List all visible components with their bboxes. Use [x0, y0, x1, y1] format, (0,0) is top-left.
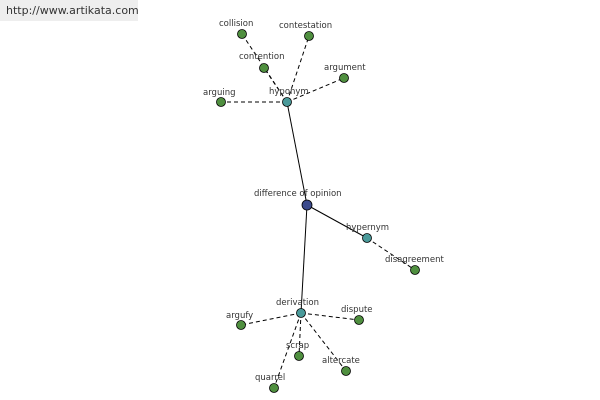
- node-derivation[interactable]: [296, 308, 306, 318]
- node-scrap[interactable]: [294, 351, 304, 361]
- node-label-disagreement[interactable]: disagreement: [385, 255, 444, 265]
- node-label-argument[interactable]: argument: [324, 63, 366, 73]
- node-label-arguing[interactable]: arguing: [203, 88, 235, 98]
- edge-root-hyponym: [286, 101, 308, 206]
- watermark-url[interactable]: http://www.artikata.com: [0, 0, 139, 21]
- edge-hypernym-disagreement: [366, 237, 416, 271]
- node-label-quarrel[interactable]: quarrel: [255, 373, 285, 383]
- nodes-layer: [216, 29, 420, 393]
- node-label-argufy[interactable]: argufy: [226, 311, 253, 321]
- node-collision[interactable]: [237, 29, 247, 39]
- edge-derivation-argufy: [240, 312, 302, 326]
- edge-derivation-dispute: [300, 312, 360, 321]
- node-contestation[interactable]: [304, 31, 314, 41]
- edges-layer: [221, 33, 416, 389]
- edge-derivation-quarrel: [273, 312, 302, 389]
- node-label-hypernym[interactable]: hypernym: [346, 223, 389, 233]
- node-label-root[interactable]: difference of opinion: [254, 189, 342, 199]
- labels-layer: difference of opinion hyponym hypernym deri…: [203, 19, 444, 383]
- edge-root-hypernym: [306, 204, 368, 239]
- node-arguing[interactable]: [216, 97, 226, 107]
- node-argument[interactable]: [339, 73, 349, 83]
- node-quarrel[interactable]: [269, 383, 279, 393]
- edge-hyponym-argument: [286, 77, 345, 103]
- edge-hyponym-contestation: [286, 35, 310, 103]
- node-disagreement[interactable]: [410, 265, 420, 275]
- node-dispute[interactable]: [354, 315, 364, 325]
- node-label-dispute[interactable]: dispute: [341, 305, 373, 315]
- node-hypernym[interactable]: [362, 233, 372, 243]
- edge-derivation-scrap: [298, 312, 302, 357]
- node-label-contestation[interactable]: contestation: [279, 21, 332, 31]
- node-label-collision[interactable]: collision: [219, 19, 253, 29]
- node-hyponym[interactable]: [282, 97, 292, 107]
- edge-derivation-altercate: [300, 312, 347, 372]
- node-root[interactable]: [301, 199, 313, 211]
- node-label-scrap[interactable]: scrap: [286, 341, 309, 351]
- node-altercate[interactable]: [341, 366, 351, 376]
- edge-root-derivation: [300, 204, 308, 314]
- node-label-hyponym[interactable]: hyponym: [269, 87, 309, 97]
- node-contention[interactable]: [259, 63, 269, 73]
- node-label-derivation[interactable]: derivation: [276, 298, 319, 308]
- node-label-contention[interactable]: contention: [239, 52, 285, 62]
- node-label-altercate[interactable]: altercate: [322, 356, 360, 366]
- node-argufy[interactable]: [236, 320, 246, 330]
